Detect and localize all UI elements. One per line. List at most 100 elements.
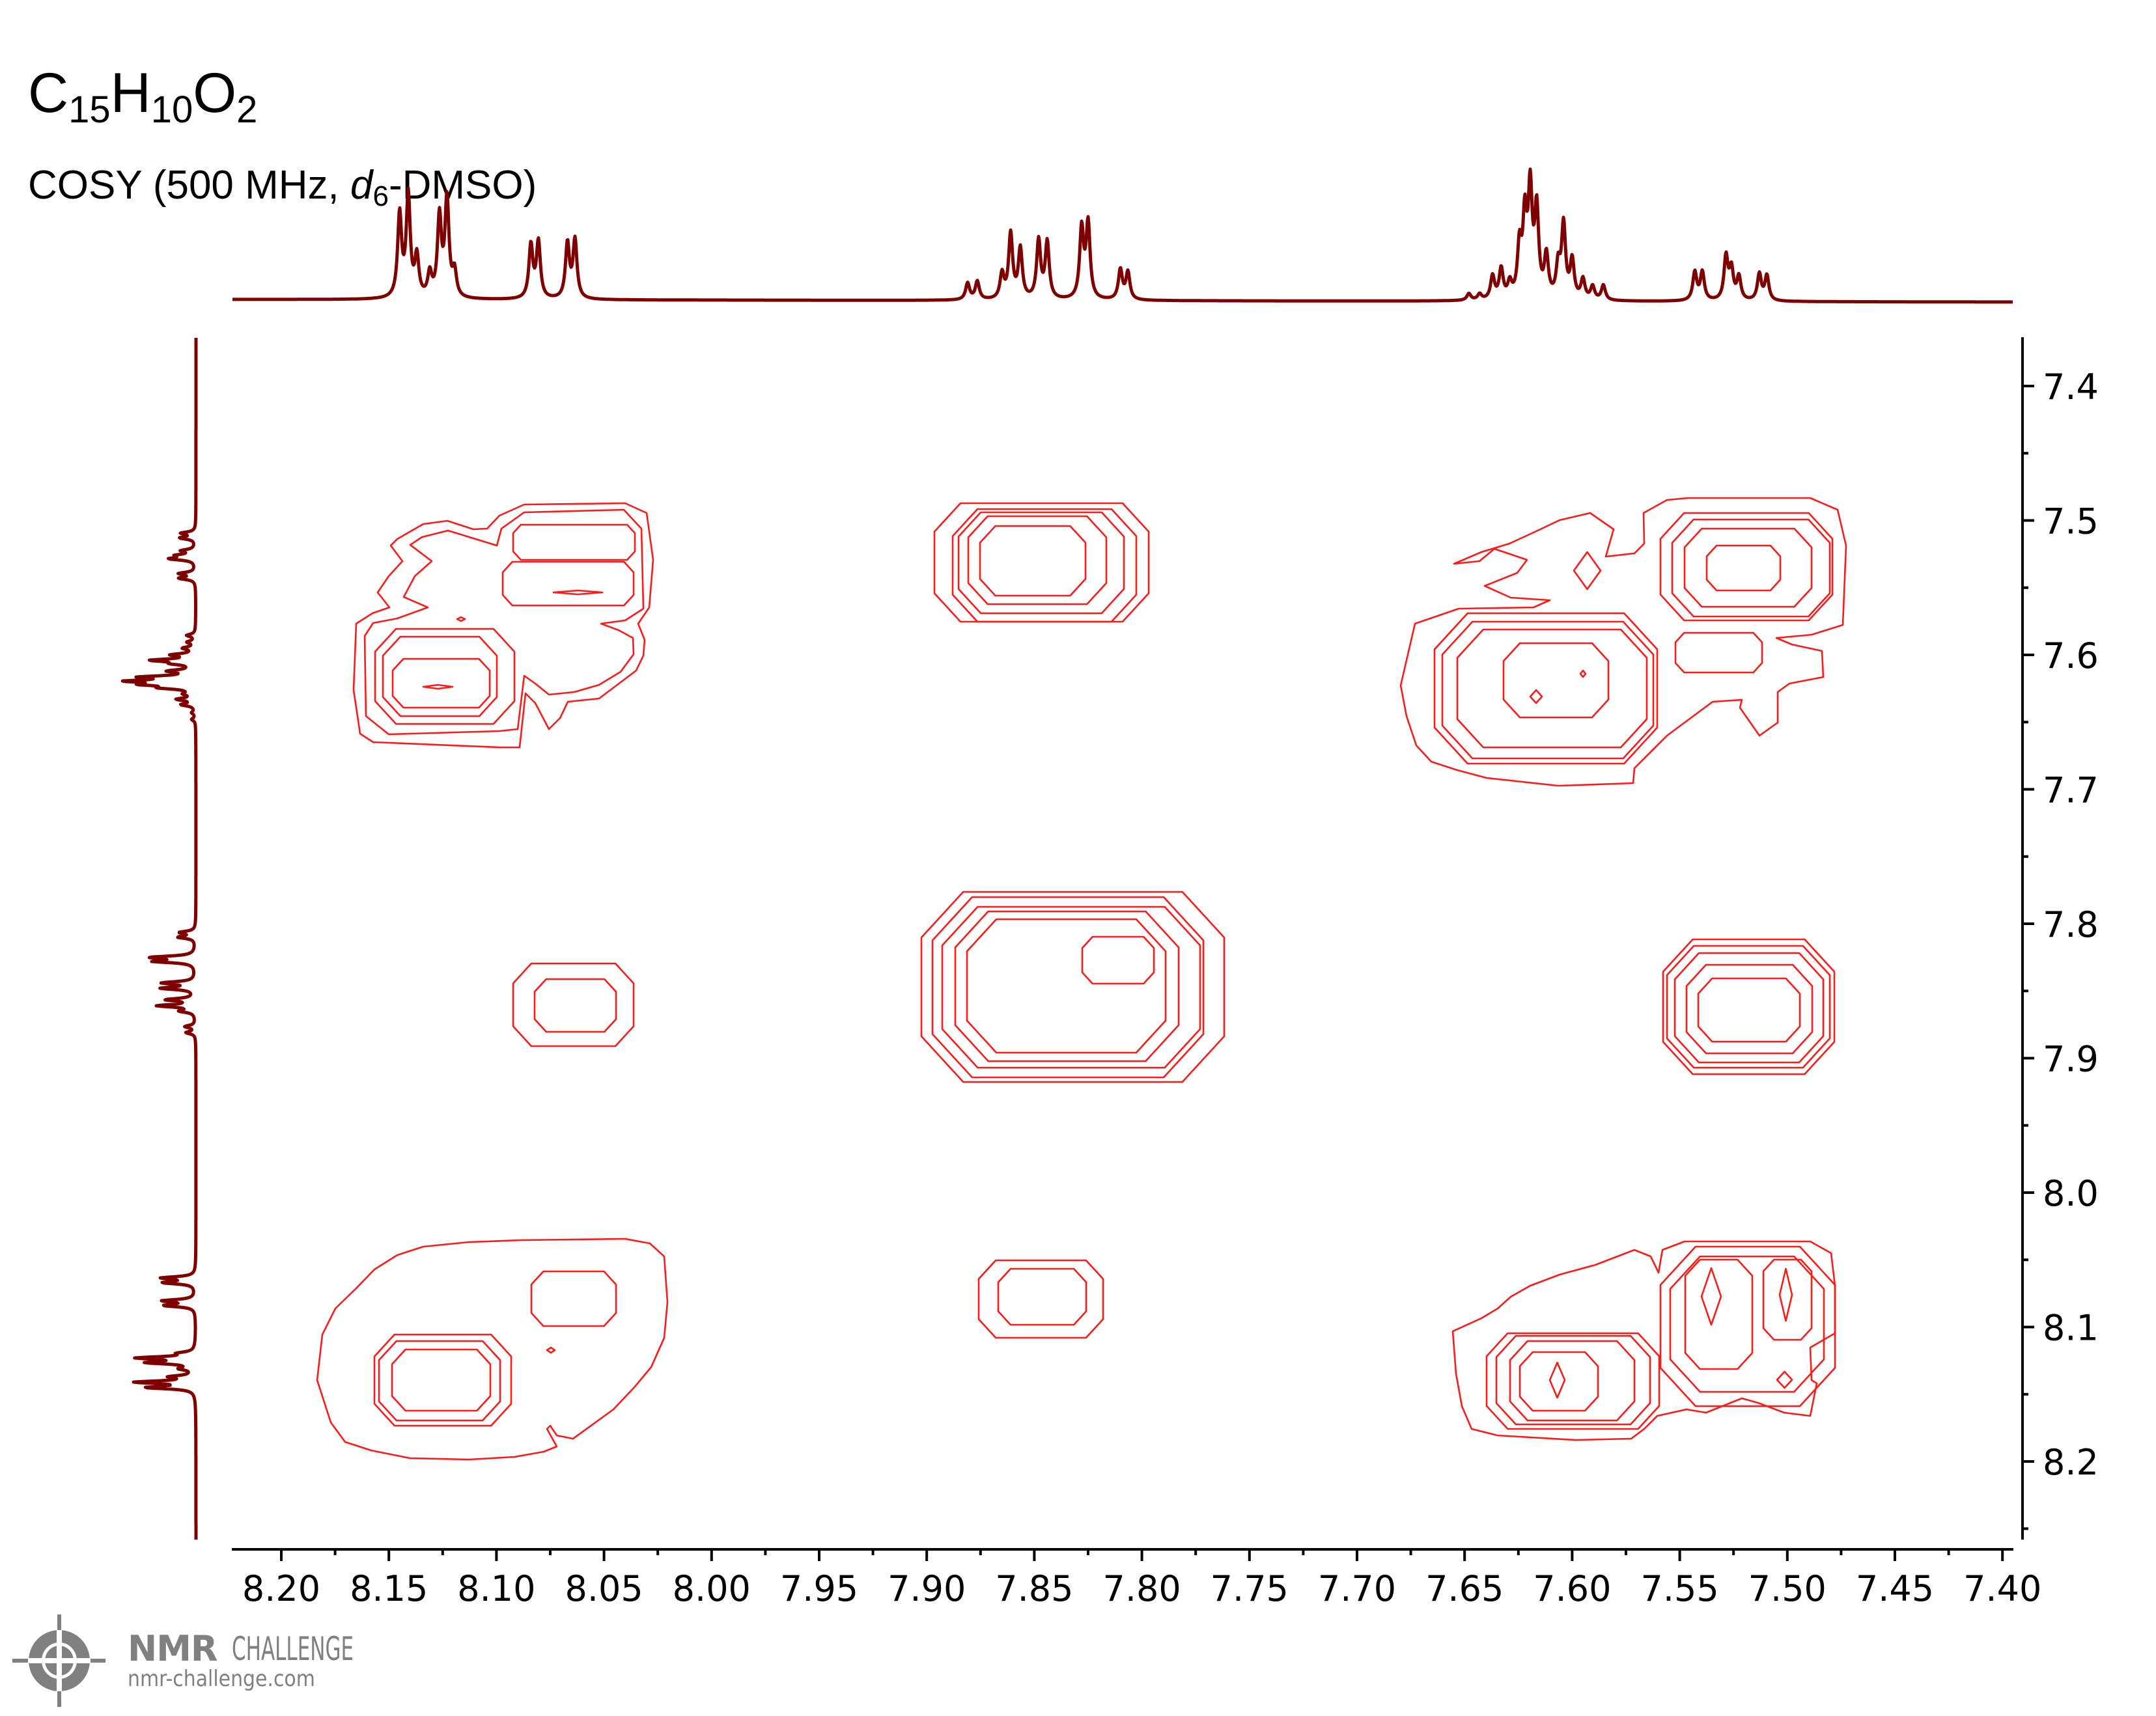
contour-ring (1762, 1258, 1813, 1341)
contour-ring (933, 502, 1150, 623)
contour-ring (1659, 512, 1834, 622)
contour-ring (374, 628, 516, 725)
contour-ring (512, 962, 635, 1047)
contour-peak-core (1579, 669, 1587, 678)
contour-peak-core (1700, 1267, 1722, 1326)
nmr-challenge-logo: NMR CHALLENGE nmr-challenge.com (0, 1608, 365, 1716)
x-tick-label: 7.80 (1102, 1568, 1181, 1609)
contour-ring (966, 918, 1167, 1054)
x-tick-label: 8.15 (350, 1568, 428, 1609)
x-tick-label: 7.45 (1856, 1568, 1934, 1609)
contour-envelope (363, 508, 645, 736)
x-tick-label: 7.55 (1640, 1568, 1718, 1609)
x-tick-label: 8.10 (457, 1568, 535, 1609)
contour-ring (977, 1259, 1104, 1339)
contour-plot-area (316, 497, 1847, 1461)
contour-ring (1673, 952, 1825, 1064)
left-1d-projection (120, 337, 198, 1541)
logo-brand-light: CHALLENGE (232, 1630, 354, 1668)
x-tick-label: 7.40 (1963, 1568, 2041, 1609)
contour-ring (1456, 628, 1648, 749)
y-tick-label: 7.8 (2043, 904, 2099, 945)
contour-ring (967, 515, 1108, 605)
contour-ring (1671, 518, 1831, 618)
contour-ring (979, 525, 1087, 597)
contour-peak-core (1548, 1361, 1566, 1399)
contour-ring (1509, 1340, 1636, 1422)
logo-url: nmr-challenge.com (128, 1666, 315, 1692)
contour-ring (941, 906, 1201, 1069)
contour-ring (501, 560, 635, 607)
contour-ring (512, 523, 636, 561)
contour-ring (931, 896, 1205, 1079)
contour-ring (391, 1348, 492, 1412)
contour-ring (1081, 935, 1155, 985)
top-1d-projection (231, 167, 2014, 304)
contour-ring (378, 1340, 501, 1422)
contour-ring (1502, 642, 1610, 719)
contour-ring (1683, 527, 1813, 608)
contour-ring (1662, 938, 1836, 1075)
experiment-title: COSY (500 MHz, d6-DMSO) (28, 163, 537, 212)
contour-ring (382, 635, 498, 717)
contour-envelope (352, 502, 654, 749)
contour-ring (373, 1333, 512, 1427)
y-tick-label: 7.4 (2043, 367, 2099, 408)
x-tick-label: 8.05 (565, 1568, 643, 1609)
x-tick-label: 7.65 (1425, 1568, 1504, 1609)
contour-ring (391, 657, 491, 709)
y-axis: 7.4 7.5 7.6 7.7 7.8 7.9 8.0 8.1 8.2 (2021, 337, 2099, 1540)
contour-peak-core (546, 1346, 556, 1354)
logo-brand-bold: NMR (128, 1628, 218, 1669)
contour-ring (1697, 977, 1801, 1043)
contour-envelope (1399, 497, 1847, 787)
contour-ring (1495, 1335, 1651, 1426)
left-spectrum-trace (120, 337, 198, 1541)
contour-ring (1705, 544, 1782, 592)
contour-ring (1669, 1255, 1825, 1393)
y-tick-label: 8.0 (2043, 1173, 2099, 1214)
x-tick-label: 7.95 (780, 1568, 858, 1609)
x-axis: 8.20 8.15 8.10 8.05 8.00 7.95 7.90 7.85 7.80 7.75… (232, 1548, 2041, 1609)
contour-ring (1666, 945, 1831, 1069)
contour-envelope (1451, 1240, 1836, 1441)
y-tick-label: 8.1 (2043, 1308, 2099, 1349)
contour-ring (957, 511, 1125, 615)
contour-ring (1519, 1351, 1599, 1412)
x-tick-label: 7.75 (1211, 1568, 1289, 1609)
contour-ring (1659, 1245, 1836, 1407)
x-tick-label: 7.60 (1533, 1568, 1611, 1609)
contour-ring (530, 1270, 617, 1327)
contour-peak-core (1778, 1267, 1793, 1322)
contour-ring (1674, 631, 1763, 674)
contour-ring (1433, 612, 1659, 765)
molecular-formula: C15H10O2 (28, 62, 258, 131)
y-tick-label: 8.2 (2043, 1442, 2099, 1483)
contour-ring (920, 891, 1225, 1083)
contour-peak-core (422, 684, 454, 690)
x-tick-label: 8.00 (673, 1568, 751, 1609)
contour-ring (954, 910, 1180, 1062)
y-tick-label: 7.7 (2043, 770, 2099, 811)
contour-peak-core (552, 589, 604, 596)
x-tick-label: 7.85 (995, 1568, 1073, 1609)
contour-peak-core (1776, 1370, 1793, 1389)
x-tick-label: 7.50 (1748, 1568, 1827, 1609)
contour-ring (997, 1267, 1087, 1326)
contour-peak-core (1529, 689, 1543, 704)
contour-ring (1684, 1258, 1754, 1370)
contour-ring (533, 978, 617, 1033)
y-tick-label: 7.6 (2043, 635, 2099, 676)
crosshair-logo-icon (12, 1614, 105, 1707)
contour-envelope (316, 1238, 669, 1461)
x-tick-label: 7.70 (1318, 1568, 1396, 1609)
contour-peak-core (456, 616, 466, 622)
contour-ring (1685, 963, 1813, 1055)
y-tick-label: 7.5 (2043, 501, 2099, 542)
x-tick-label: 8.20 (242, 1568, 320, 1609)
contour-peak-core (1573, 551, 1602, 590)
contour-ring (1485, 1332, 1660, 1430)
top-spectrum-trace (231, 167, 2014, 304)
y-tick-label: 7.9 (2043, 1039, 2099, 1080)
x-tick-label: 7.90 (888, 1568, 966, 1609)
